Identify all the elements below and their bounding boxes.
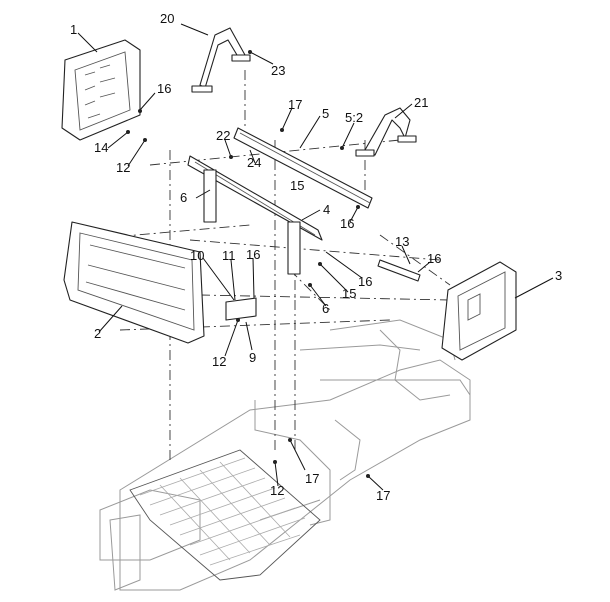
callout-2: 2 (94, 326, 101, 341)
part-9-hinge-bracket (225, 297, 257, 321)
callout-16d: 16 (358, 274, 372, 289)
callout-23: 23 (271, 63, 285, 78)
callout-15b: 15 (342, 286, 356, 301)
callout-12a: 12 (116, 160, 130, 175)
callout-12c: 12 (270, 483, 284, 498)
callout-20: 20 (160, 11, 174, 26)
callout-1: 1 (70, 22, 77, 37)
part-5-cross-bracket (233, 127, 373, 209)
part-20-roll-bar (191, 27, 251, 93)
part-3-side-panel (441, 261, 517, 361)
part-21-roll-bar (355, 107, 417, 157)
callout-10: 10 (190, 248, 204, 263)
callout-5: 5 (322, 106, 329, 121)
part-2-seat-panel (63, 221, 205, 344)
part-6-uprights (203, 169, 301, 275)
callout-12b: 12 (212, 354, 226, 369)
callout-17a: 17 (288, 97, 302, 112)
callout-17b: 17 (305, 471, 319, 486)
callout-15a: 15 (290, 178, 304, 193)
callout-13: 13 (395, 234, 409, 249)
callout-11: 11 (222, 248, 236, 263)
callout-5-2: 5:2 (345, 110, 363, 125)
callout-6a: 6 (180, 190, 187, 205)
callout-16e: 16 (427, 251, 441, 266)
callout-16a: 16 (157, 81, 171, 96)
callout-16b: 16 (340, 216, 354, 231)
callout-4: 4 (323, 202, 330, 217)
callout-6b: 6 (322, 301, 329, 316)
fastener-dots (126, 50, 370, 478)
callout-3: 3 (555, 268, 562, 283)
callout-21: 21 (414, 95, 428, 110)
callout-16c: 16 (246, 247, 260, 262)
part-1-rear-panel (61, 39, 141, 141)
callout-24: 24 (247, 155, 261, 170)
leader-lines (77, 23, 554, 491)
vehicle-frame (99, 319, 471, 591)
callout-17c: 17 (376, 488, 390, 503)
callout-14: 14 (94, 140, 108, 155)
callout-labels: 1 16 14 12 20 23 17 5 5:2 21 22 24 15 6 … (70, 11, 562, 503)
callout-22: 22 (216, 128, 230, 143)
callout-9: 9 (249, 350, 256, 365)
floor-grid-plate (129, 449, 321, 581)
part-13-strap (377, 259, 421, 282)
